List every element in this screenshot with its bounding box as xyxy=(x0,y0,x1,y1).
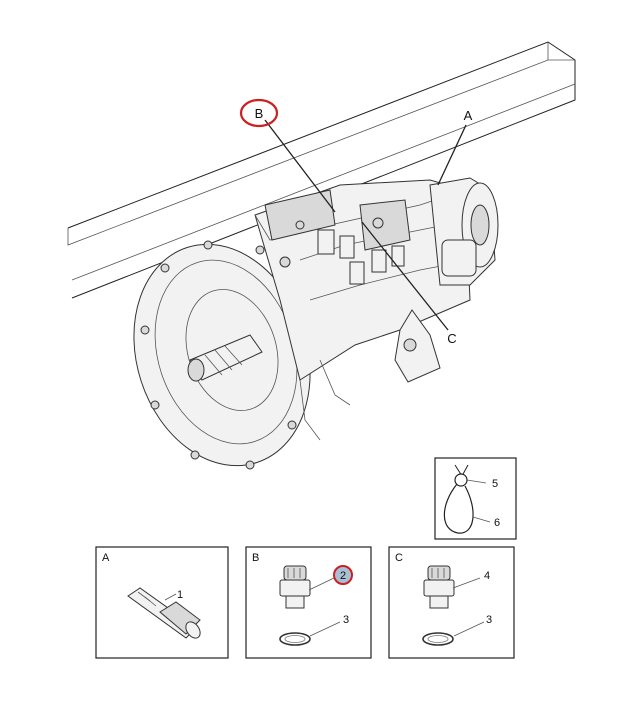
detail-c-label-4: 4 xyxy=(484,570,490,582)
gearbox-support-bracket xyxy=(394,309,441,383)
callout-label-b: B xyxy=(255,106,264,121)
part-4-switch xyxy=(423,565,455,609)
callout-b: B xyxy=(239,98,279,128)
highlight-circle-2 xyxy=(333,565,353,585)
part-2-switch xyxy=(279,565,311,609)
detail-box-a: A 1 xyxy=(95,546,229,659)
detail-box-b-title: B xyxy=(252,552,259,564)
part-1-sensor xyxy=(127,587,201,639)
callout-label-a: A xyxy=(464,108,473,123)
callout-leaders xyxy=(264,119,467,331)
label-5: 5 xyxy=(492,478,498,490)
rear-housing xyxy=(429,177,499,286)
part-6-strap xyxy=(443,483,474,534)
detail-box-b: B 2 3 xyxy=(245,546,372,659)
gear-selector-housing xyxy=(264,189,411,285)
gearbox-illustration xyxy=(133,177,499,470)
detail-b-label-3: 3 xyxy=(343,614,349,626)
part-3-seal-ring-c xyxy=(422,632,454,646)
detail-box-c-title: C xyxy=(395,552,403,564)
label-6: 6 xyxy=(494,517,500,529)
detail-b-label-2: 2 xyxy=(340,570,346,582)
chassis-frame-rail xyxy=(67,41,576,299)
detail-box-a-title: A xyxy=(102,552,110,564)
inset-loop-box: 5 6 xyxy=(434,457,517,540)
input-shaft xyxy=(187,334,263,382)
detail-box-c: C 4 3 xyxy=(388,546,515,659)
detail-a-label-1: 1 xyxy=(177,589,183,601)
callout-label-c: C xyxy=(447,331,456,346)
highlight-circle-b xyxy=(239,98,279,128)
part-3-seal-ring xyxy=(279,632,311,646)
detail-c-label-3: 3 xyxy=(486,614,492,626)
